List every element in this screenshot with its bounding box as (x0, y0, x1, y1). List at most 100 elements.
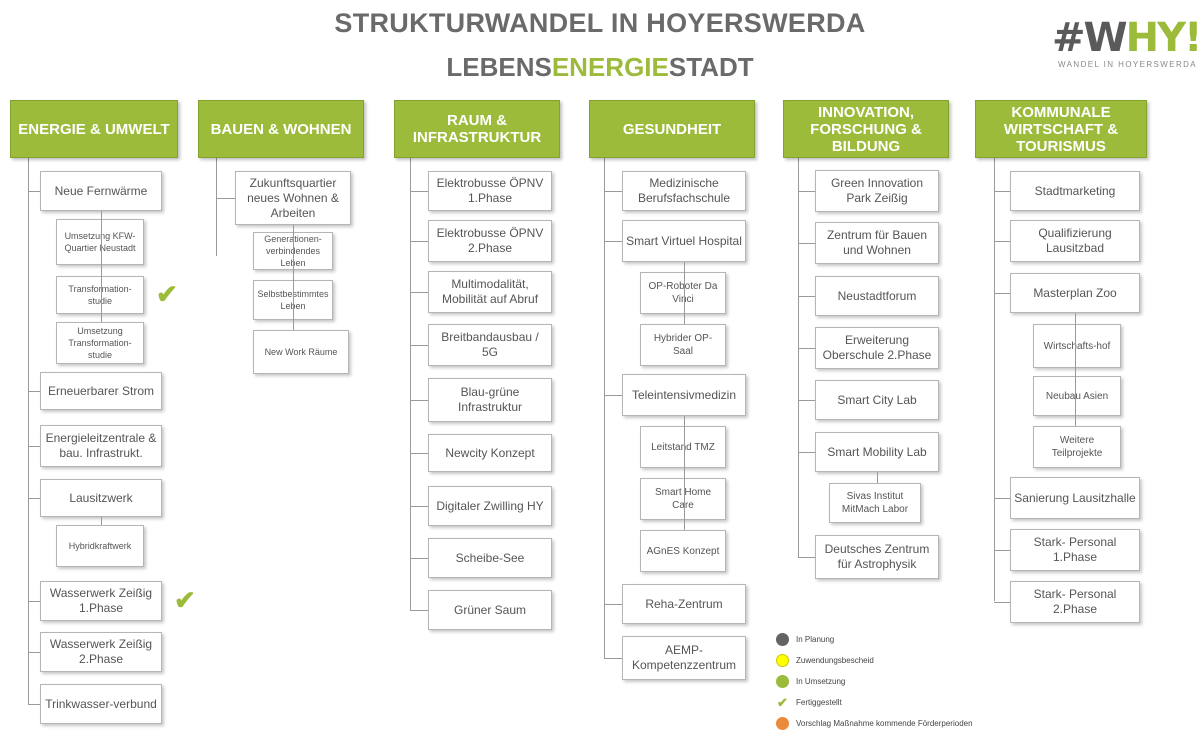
status-dot-in-umsetzung (542, 318, 558, 334)
sub-connector-line (684, 262, 685, 345)
project-label: Hybridkraftwerk (68, 541, 132, 551)
project-box-hybridkraftwerk: Hybridkraftwerk (56, 525, 144, 567)
project-box-zentrum-fur-bauen-und-wohnen: Zentrum für Bauen und Wohnen (815, 222, 939, 264)
sub-connector-line (101, 211, 102, 343)
project-label: Zukunftsquartier neues Wohnen & Arbeiten (247, 175, 339, 220)
sub-connector-line (1075, 313, 1076, 447)
connector-line (28, 498, 40, 499)
legend-symbol-zuwendungsbescheid (776, 654, 789, 667)
project-label: Wasserwerk Zeißig 1.Phase (49, 586, 153, 615)
column-header-kommunale-wirtschaft-tourismus: KOMMUNALE WIRTSCHAFT & TOURISMUS (975, 100, 1147, 158)
project-box-stark-personal-1-phase: Stark- Personal 1.Phase (1010, 529, 1140, 571)
connector-line (604, 658, 622, 659)
project-box-elektrobusse-opnv-2-phase: Elektrobusse ÖPNV 2.Phase (428, 220, 552, 262)
project-box-stadtmarketing: Stadtmarketing (1010, 171, 1140, 211)
legend-label: Vorschlag Maßnahme kommende Förderperiod… (796, 719, 973, 728)
project-label: Digitaler Zwilling HY (436, 498, 544, 513)
status-dot-vorschlag (323, 274, 339, 290)
status-dot-vorschlag (152, 366, 168, 382)
connector-line (604, 191, 622, 192)
status-dot-in-umsetzung (929, 270, 945, 286)
connector-line (604, 241, 622, 242)
legend-item-vorschlag: Vorschlag Maßnahme kommende Förderperiod… (776, 717, 973, 730)
status-dot-in-planung (152, 165, 168, 181)
project-label: Stadtmarketing (1034, 183, 1116, 198)
connector-line (798, 348, 815, 349)
project-box-wirtschafts-hof: Wirtschafts-hof (1033, 324, 1121, 368)
status-dot-in-planung (1130, 267, 1146, 283)
connector-line (410, 558, 428, 559)
project-box-op-roboter-da-vinci: OP-Roboter Da Vinci (640, 272, 726, 314)
project-label: Smart City Lab (837, 392, 917, 407)
project-label: Smart Home Care (654, 487, 712, 511)
project-box-gruner-saum: Grüner Saum (428, 590, 552, 630)
status-dot-in-umsetzung (1130, 165, 1146, 181)
project-label: Stark- Personal 2.Phase (1033, 587, 1117, 616)
subtitle-part-3: STADT (668, 52, 754, 82)
project-box-deutsches-zentrum-fur-astrophysik: Deutsches Zentrum für Astrophysik (815, 535, 939, 579)
status-dot-in-planung (542, 584, 558, 600)
status-dot-vorschlag (716, 472, 732, 488)
project-box-smart-mobility-lab: Smart Mobility Lab (815, 432, 939, 472)
project-label: Masterplan Zoo (1033, 285, 1117, 300)
status-dot-vorschlag (542, 372, 558, 388)
column-header-gesundheit: GESUNDHEIT (589, 100, 755, 158)
status-dot-zuwendungsbescheid (152, 678, 168, 694)
connector-line (798, 557, 815, 558)
status-dot-vorschlag (716, 318, 732, 334)
project-box-digitaler-zwilling-hy: Digitaler Zwilling HY (428, 486, 552, 526)
status-dot-vorschlag (716, 420, 732, 436)
project-label: Umsetzung Transformation-studie (68, 326, 132, 360)
logo-exclamation: ! (1184, 15, 1202, 61)
status-dot-zuwendungsbescheid (134, 213, 150, 229)
project-box-smart-virtuel-hospital: Smart Virtuel Hospital (622, 220, 746, 262)
fertiggestellt-checkmark: ✔ (156, 279, 178, 309)
connector-line (994, 191, 1010, 192)
status-dot-vorschlag (1111, 420, 1127, 436)
connector-line (410, 453, 428, 454)
project-box-elektrobusse-opnv-1-phase: Elektrobusse ÖPNV 1.Phase (428, 171, 552, 211)
project-label: Transformation-studie (68, 284, 132, 306)
project-label: Wirtschafts-hof (1043, 340, 1111, 352)
project-label: New Work Räume (264, 347, 338, 357)
status-dot-vorschlag (929, 321, 945, 337)
project-label: Breitbandausbau / 5G (441, 330, 539, 359)
fertiggestellt-checkmark: ✔ (174, 585, 196, 615)
connector-line (798, 191, 815, 192)
project-box-weitere-teilprojekte: Weitere Teilprojekte (1033, 426, 1121, 468)
status-dot-in-planung (1130, 471, 1146, 487)
status-dot-vorschlag (716, 524, 732, 540)
project-box-medizinische-berufsfachschule: Medizinische Berufsfachschule (622, 171, 746, 211)
connector-line (216, 198, 235, 199)
project-box-reha-zentrum: Reha-Zentrum (622, 584, 746, 624)
connector-line (28, 601, 40, 602)
legend-label: In Umsetzung (796, 677, 846, 686)
project-label: Wasserwerk Zeißig 2.Phase (49, 637, 153, 666)
project-box-sivas-institut-mitmach-labor: Sivas Institut MitMach Labor (829, 483, 921, 523)
legend-symbol-fertiggestellt: ✔ (777, 695, 788, 710)
status-dot-in-planung (134, 519, 150, 535)
project-label: Sivas Institut MitMach Labor (841, 491, 909, 515)
project-label: Trinkwasser-verbund (45, 696, 157, 711)
status-dot-in-umsetzung (542, 165, 558, 181)
status-dot-in-planung (152, 419, 168, 435)
project-box-sanierung-lausitzhalle: Sanierung Lausitzhalle (1010, 477, 1140, 519)
project-box-neue-fernwarme: Neue Fernwärme (40, 171, 162, 211)
status-dot-vorschlag (323, 226, 339, 242)
status-dot-in-planung (1130, 575, 1146, 591)
project-box-new-work-raume: New Work Räume (253, 330, 349, 374)
project-box-erweiterung-oberschule-2-phase: Erweiterung Oberschule 2.Phase (815, 327, 939, 369)
project-label: Zentrum für Bauen und Wohnen (826, 228, 928, 257)
logo-wordmark: #WHY! (1052, 18, 1202, 58)
status-dot-in-umsetzung (929, 529, 945, 545)
project-box-newcity-konzept: Newcity Konzept (428, 434, 552, 472)
project-box-zukunftsquartier-neues-wohnen-arbeiten: Zukunftsquartier neues Wohnen & Arbeiten (235, 171, 351, 225)
connector-line (798, 400, 815, 401)
column-header-raum-infrastruktur: RAUM & INFRASTRUKTUR (394, 100, 560, 158)
project-box-neustadtforum: Neustadtforum (815, 276, 939, 316)
project-box-wasserwerk-zei-ig-2-phase: Wasserwerk Zeißig 2.Phase (40, 632, 162, 672)
project-label: Sanierung Lausitzhalle (1014, 490, 1136, 505)
project-label: Scheibe-See (455, 550, 525, 565)
project-box-wasserwerk-zei-ig-1-phase: Wasserwerk Zeißig 1.Phase (40, 581, 162, 621)
column-trunk-line (994, 158, 995, 601)
